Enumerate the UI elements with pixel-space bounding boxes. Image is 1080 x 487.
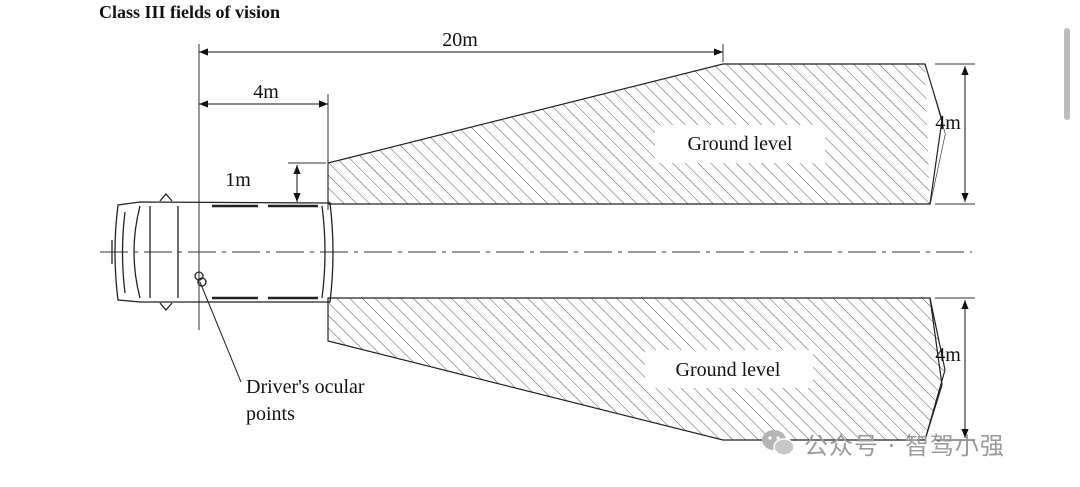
driver-ocular-leader-line xyxy=(199,281,242,383)
vehicle-top-view xyxy=(111,193,334,311)
driver-ocular-label-line2: points xyxy=(246,403,295,425)
diagram-title: Class III fields of vision xyxy=(99,2,281,22)
upper-vision-field: Ground level xyxy=(327,63,946,205)
driver-ocular-label-line1: Driver's ocular xyxy=(246,376,365,398)
dimension-4m-lower-label: 4m xyxy=(935,344,961,366)
dimension-1m-label: 1m xyxy=(225,169,251,191)
dimension-20m-label: 20m xyxy=(442,29,478,51)
dimension-4m-upper-label: 4m xyxy=(935,112,961,134)
watermark: 公众号 · 智驾小强 xyxy=(760,423,1005,463)
vertical-scrollbar[interactable] xyxy=(1064,28,1070,120)
lower-ground-level-label: Ground level xyxy=(676,359,781,381)
wechat-icon xyxy=(762,430,795,456)
lower-vision-field: Ground level xyxy=(327,297,946,441)
watermark-text: 公众号 · 智驾小强 xyxy=(804,431,1005,460)
upper-ground-level-label: Ground level xyxy=(688,133,793,155)
dimension-4m-near-label: 4m xyxy=(253,81,279,103)
